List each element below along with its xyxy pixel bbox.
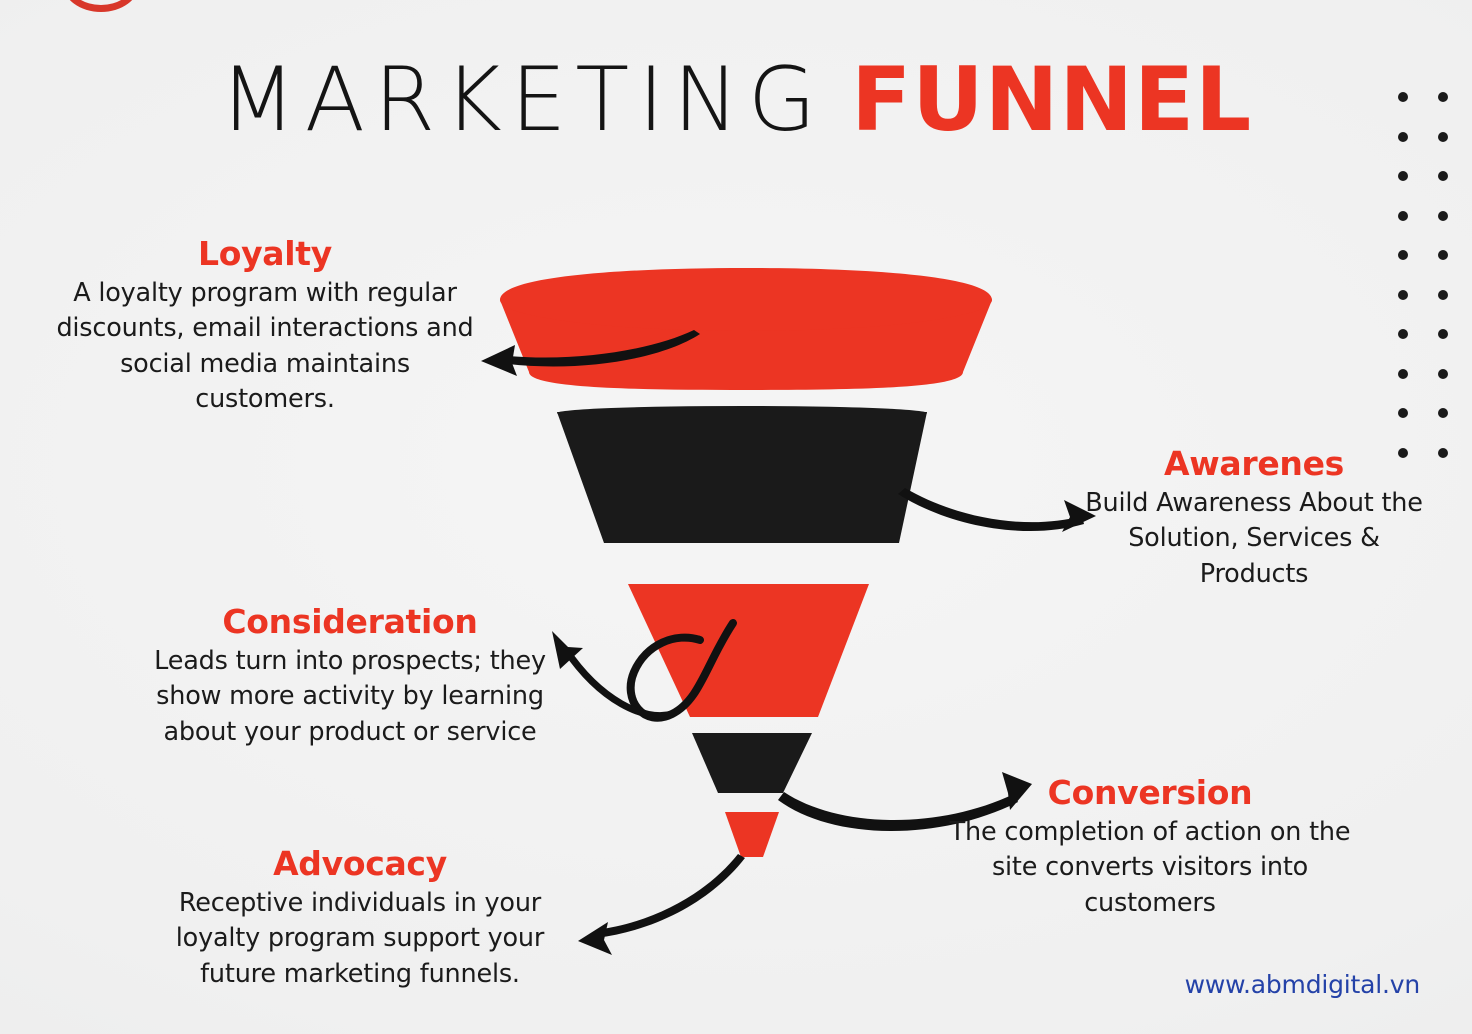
dot-icon [1398, 329, 1408, 339]
stage-block-conversion: Conversion The completion of action on t… [940, 773, 1360, 921]
dot-icon [1398, 408, 1408, 418]
dot-icon [1398, 210, 1408, 221]
stage-block-awareness: Awarenes Build Awareness About the Solut… [1074, 444, 1434, 592]
dot-icon [1438, 210, 1448, 221]
dot-icon [1438, 171, 1448, 181]
stage-body-consideration: Leads turn into prospects; they show mor… [154, 646, 546, 747]
dot-icon [1398, 447, 1408, 458]
dot-icon [1438, 447, 1448, 458]
dot-icon [1438, 329, 1448, 339]
dot-icon [1438, 289, 1448, 300]
dot-icon [1438, 131, 1448, 142]
stage-heading-loyalty: Loyalty [198, 234, 332, 273]
dot-icon [1398, 171, 1408, 181]
title-part-marketing: MARKETING [219, 48, 826, 151]
website-link[interactable]: www.abmdigital.vn [1184, 970, 1421, 999]
arrow-loyalty-icon [481, 330, 700, 376]
stage-heading-advocacy: Advocacy [273, 844, 447, 883]
arrow-consideration-icon [552, 619, 737, 722]
dot-icon [1398, 131, 1408, 142]
stage-body-advocacy: Receptive individuals in your loyalty pr… [175, 888, 545, 989]
dot-icon [1438, 408, 1448, 418]
dot-icon [1438, 368, 1448, 379]
decorative-dot-grid [1398, 92, 1458, 462]
title-part-funnel: FUNNEL [851, 48, 1253, 151]
funnel-segment-conversion[interactable] [692, 733, 812, 793]
funnel-segment-loyalty[interactable] [500, 268, 992, 390]
funnel-segment-awareness[interactable] [557, 406, 927, 543]
dot-icon [1398, 368, 1408, 379]
dot-icon [1398, 289, 1408, 300]
arrow-advocacy-icon [578, 854, 745, 955]
stage-heading-awareness: Awarenes [1163, 444, 1345, 483]
stage-body-conversion: The completion of action on the site con… [949, 817, 1351, 918]
arrow-awareness-icon [898, 488, 1096, 532]
stage-body-awareness: Build Awareness About the Solution, Serv… [1085, 488, 1423, 589]
arrow-conversion-icon [778, 772, 1032, 832]
dot-icon [1438, 92, 1448, 102]
dot-icon [1398, 92, 1408, 102]
stage-heading-consideration: Consideration [222, 602, 478, 641]
stage-block-advocacy: Advocacy Receptive individuals in your l… [140, 844, 580, 992]
dot-icon [1398, 250, 1408, 260]
dot-icon [1438, 250, 1448, 260]
funnel-segment-consideration[interactable] [628, 584, 869, 717]
funnel-segment-advocacy[interactable] [725, 812, 779, 857]
stage-block-consideration: Consideration Leads turn into prospects;… [120, 602, 580, 750]
stage-body-loyalty: A loyalty program with regular discounts… [56, 278, 474, 414]
stage-heading-conversion: Conversion [1047, 773, 1253, 812]
stage-block-loyalty: Loyalty A loyalty program with regular d… [55, 234, 475, 417]
